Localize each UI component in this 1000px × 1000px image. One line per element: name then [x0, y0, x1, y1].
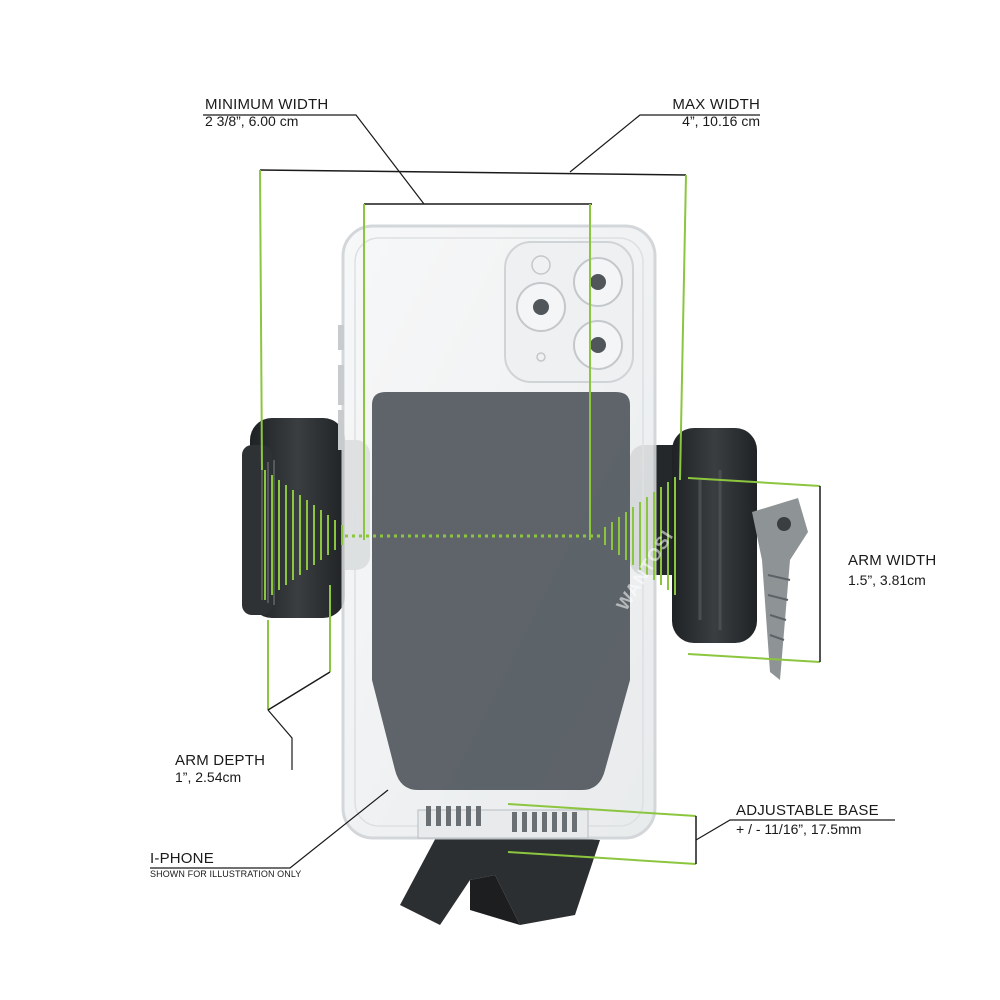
iphone-label: I-PHONE SHOWN FOR ILLUSTRATION ONLY	[150, 850, 301, 879]
arm-width-title: ARM WIDTH	[848, 552, 937, 569]
max-width-title: MAX WIDTH	[672, 96, 760, 113]
max-width-bracket	[259, 169, 687, 481]
ratchet-base	[417, 806, 589, 839]
iphone-note: SHOWN FOR ILLUSTRATION ONLY	[150, 869, 302, 879]
arm-depth-bracket	[267, 585, 331, 711]
arm-grip-dimension-lines	[264, 470, 676, 600]
arm-depth-label: ARM DEPTH 1”, 2.54cm	[175, 752, 265, 785]
arm-depth-title: ARM DEPTH	[175, 752, 266, 769]
camera-module	[504, 241, 634, 383]
arm-width-bracket	[687, 477, 821, 663]
iphone-title: I-PHONE	[150, 850, 214, 867]
min-width-label: MINIMUM WIDTH 2 3/8”, 6.00 cm	[205, 96, 328, 129]
max-width-label: MAX WIDTH 4”, 10.16 cm	[640, 96, 760, 129]
leader-lines	[150, 114, 895, 869]
arm-depth-value: 1”, 2.54cm	[175, 769, 242, 785]
min-width-bracket	[363, 203, 592, 540]
min-width-title: MINIMUM WIDTH	[205, 96, 329, 113]
holder-back-pad	[372, 392, 630, 790]
base-foot	[400, 830, 600, 925]
arm-width-label: ARM WIDTH 1.5”, 3.81cm	[848, 552, 936, 588]
vent-clip	[752, 498, 808, 680]
max-width-value: 4”, 10.16 cm	[682, 113, 760, 129]
adjustable-base-title: ADJUSTABLE BASE	[736, 802, 879, 819]
adjustable-base-value: + / - 11/16”, 17.5mm	[736, 821, 862, 837]
adjustable-base-label: ADJUSTABLE BASE + / - 11/16”, 17.5mm	[736, 802, 879, 837]
min-width-value: 2 3/8”, 6.00 cm	[205, 113, 299, 129]
arm-width-value: 1.5”, 3.81cm	[848, 572, 926, 588]
